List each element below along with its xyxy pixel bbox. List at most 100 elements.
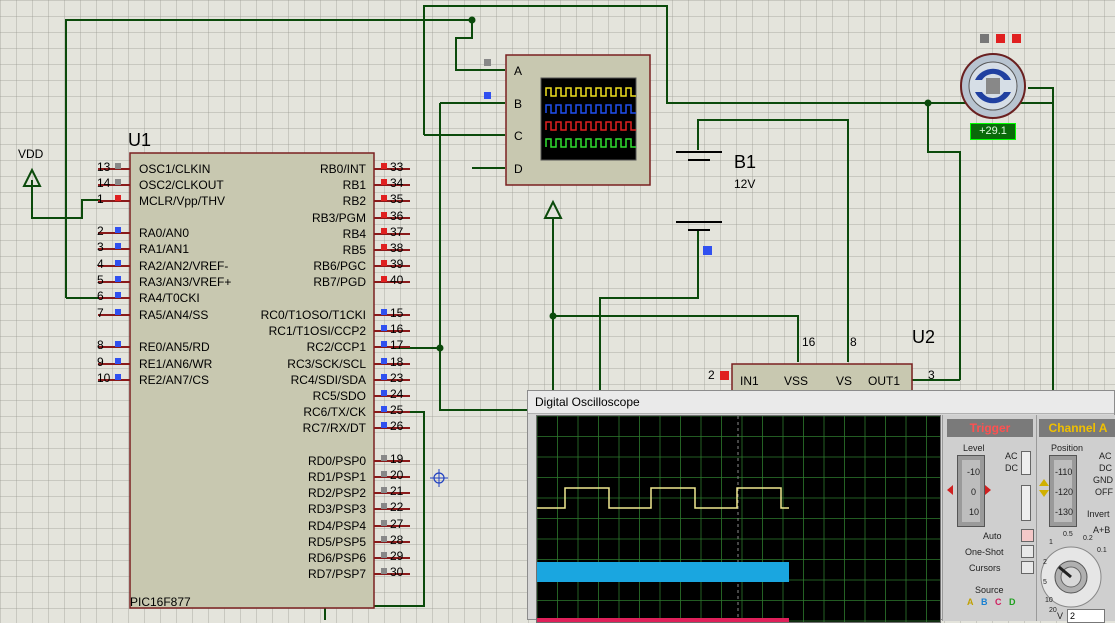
scope-symbol-trace <box>545 104 636 114</box>
trigger-edge-switch[interactable] <box>1021 485 1031 521</box>
mcu-pin-number: 28 <box>390 533 404 547</box>
scope-input-label: D <box>514 162 523 176</box>
mcu-pin-number: 25 <box>390 403 404 417</box>
mcu-pin-wire <box>98 232 130 234</box>
mcu-part: PIC16F877 <box>130 595 191 609</box>
mcu-pin-number: 18 <box>390 355 404 369</box>
mcu-pin-label: RC4/SDI/SDA <box>290 373 366 387</box>
channel-a-volts-dial[interactable] <box>1037 527 1115 621</box>
mcu-pin-label: RA4/T0CKI <box>139 291 200 305</box>
mcu-pin-number: 2 <box>97 224 104 238</box>
mcu-pin-number: 26 <box>390 419 404 433</box>
mcu-pin-state-icon <box>381 520 387 526</box>
trigger-level-label: Level <box>963 443 985 453</box>
mcu-pin-state-icon <box>381 244 387 250</box>
channel-a-coupling-gnd[interactable]: GND <box>1093 475 1113 485</box>
trigger-coupling-ac[interactable]: AC <box>1005 451 1018 461</box>
mcu-pin-label: RB0/INT <box>319 162 366 176</box>
mcu-pin-number: 30 <box>390 565 404 579</box>
driver-pin-label: IN1 <box>740 374 759 388</box>
scope-input-label: B <box>514 97 523 111</box>
crosshair-cursor-icon <box>430 469 448 487</box>
mcu-pin-label: RC3/SCK/SCL <box>287 357 366 371</box>
mcu-pin-number: 34 <box>390 176 404 190</box>
mcu-pin-label: RA5/AN4/SS <box>139 308 209 322</box>
trigger-source-b[interactable]: B <box>981 597 988 607</box>
mcu-pin-wire <box>98 248 130 250</box>
trigger-coupling-switch[interactable] <box>1021 451 1031 475</box>
oscilloscope-window[interactable]: Digital Oscilloscope Trigger Level -10 0… <box>527 390 1115 623</box>
oscilloscope-screen <box>536 415 941 623</box>
mcu-pin-state-icon <box>381 487 387 493</box>
mcu-pin-label: RA3/AN3/VREF+ <box>139 275 232 289</box>
scope-trace-c <box>537 618 789 622</box>
trigger-oneshot-button[interactable] <box>1021 545 1034 558</box>
mcu-pin-wire <box>374 557 410 559</box>
channel-a-coupling-off[interactable]: OFF <box>1095 487 1113 497</box>
trigger-mode-label: One-Shot <box>965 547 1004 557</box>
mcu-pin-wire <box>374 573 410 575</box>
mcu-pin-state-icon <box>115 227 121 233</box>
mcu-pin-label: RD6/PSP6 <box>307 551 366 565</box>
trigger-source-c[interactable]: C <box>995 597 1002 607</box>
mcu-pin-label: RB3/PGM <box>311 211 366 225</box>
mcu-pin-label: RD1/PSP1 <box>307 470 366 484</box>
mcu-pin-state-icon <box>381 195 387 201</box>
trigger-level-slider[interactable] <box>957 455 985 527</box>
mcu-pin-state-icon <box>381 536 387 542</box>
mcu-pin-wire <box>98 314 130 316</box>
channel-a-dial-mark: 1 <box>1049 539 1053 546</box>
mcu-pin-wire <box>374 411 410 413</box>
motor-pin-icon <box>1012 34 1021 43</box>
channel-a-volts-field[interactable]: 2 <box>1067 609 1105 623</box>
mcu-pin-number: 7 <box>97 306 104 320</box>
trigger-cursors-button[interactable] <box>1021 561 1034 574</box>
battery-pin-icon <box>703 246 712 255</box>
trigger-mode-label: Cursors <box>969 563 1001 573</box>
mcu-pin-label: RB4 <box>342 227 366 241</box>
channel-a-dial-mark: 5 <box>1043 579 1047 586</box>
mcu-pin-number: 10 <box>97 371 111 385</box>
mcu-pin-wire <box>98 168 130 170</box>
channel-a-position-slider[interactable] <box>1049 455 1077 527</box>
mcu-pin-number: 14 <box>97 176 111 190</box>
channel-a-dial-unit: V <box>1057 611 1064 621</box>
trigger-auto-button[interactable] <box>1021 529 1034 542</box>
scope-input-state-icon <box>484 59 491 66</box>
mcu-pin-label: RD3/PSP3 <box>307 502 366 516</box>
mcu-pin-wire <box>374 346 410 348</box>
trigger-scale-tick: -10 <box>967 467 981 477</box>
channel-a-scale-tick: -120 <box>1055 487 1074 497</box>
mcu-pin-number: 37 <box>390 225 404 239</box>
mcu-pin-state-icon <box>381 260 387 266</box>
channel-a-coupling-ac[interactable]: AC <box>1099 451 1112 461</box>
mcu-pin-wire <box>374 508 410 510</box>
mcu-pin-number: 17 <box>390 338 404 352</box>
channel-a-coupling-dc[interactable]: DC <box>1099 463 1112 473</box>
mcu-pin-number: 20 <box>390 468 404 482</box>
mcu-pin-state-icon <box>381 276 387 282</box>
mcu-pin-state-icon <box>115 276 121 282</box>
mcu-pin-wire <box>374 363 410 365</box>
mcu-pin-wire <box>374 460 410 462</box>
trigger-scale-tick: 0 <box>971 487 977 497</box>
channel-a-invert[interactable]: Invert <box>1087 509 1110 519</box>
mcu-pin-number: 3 <box>97 240 104 254</box>
mcu-pin-number: 22 <box>390 500 404 514</box>
scope-symbol-trace <box>545 121 636 131</box>
channel-a-sum[interactable]: A+B <box>1093 525 1111 535</box>
trigger-source-a[interactable]: A <box>967 597 974 607</box>
scope-input-label: C <box>514 129 523 143</box>
mcu-pin-wire <box>374 168 410 170</box>
mcu-pin-number: 36 <box>390 209 404 223</box>
mcu-pin-label: RE1/AN6/WR <box>139 357 213 371</box>
mcu-pin-wire <box>374 314 410 316</box>
mcu-pin-label: RC6/TX/CK <box>303 405 366 419</box>
oscilloscope-title[interactable]: Digital Oscilloscope <box>528 391 1114 414</box>
trigger-coupling-dc[interactable]: DC <box>1005 463 1018 473</box>
trigger-panel: Trigger Level -10 0 10 AC DC Auto One-Sh… <box>942 415 1037 621</box>
channel-a-header: Channel A <box>1039 419 1115 437</box>
trigger-source-d[interactable]: D <box>1009 597 1016 607</box>
mcu-pin-wire <box>374 330 410 332</box>
mcu-pin-number: 35 <box>390 192 404 206</box>
